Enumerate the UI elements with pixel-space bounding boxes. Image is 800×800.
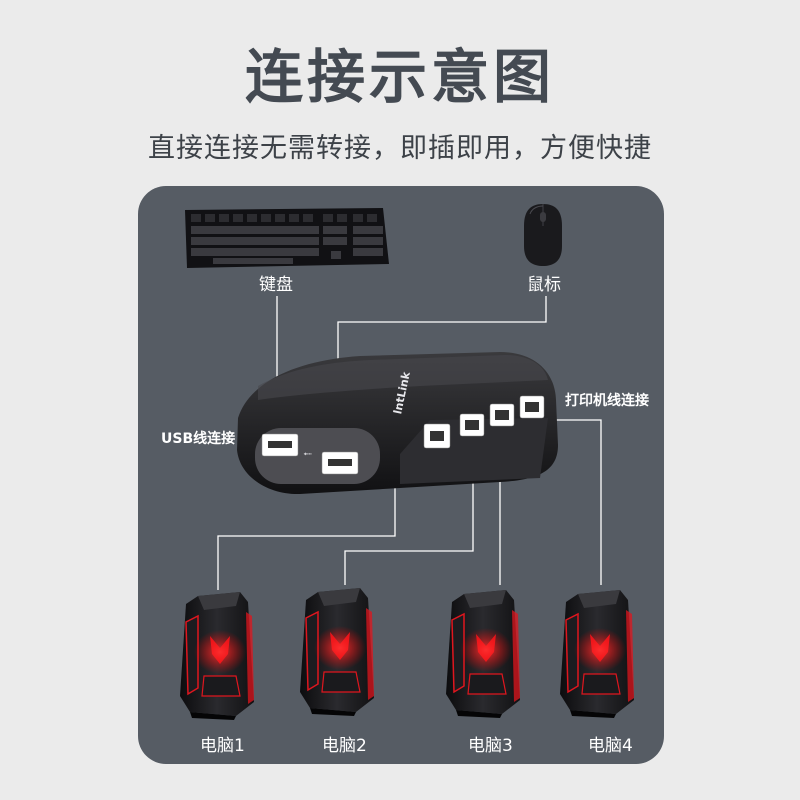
- pc2-line: [344, 448, 474, 585]
- mouse-label: 鼠标: [527, 275, 561, 295]
- computer-4-label: 电脑4: [588, 736, 633, 756]
- computer-1-tower: [179, 591, 255, 721]
- page-subtitle: 直接连接无需转接，即插即用，方便快捷: [148, 133, 652, 164]
- usb-connection-label: USB线连接: [161, 431, 236, 447]
- mouse-image: [524, 204, 562, 266]
- computer-3-tower: [445, 589, 521, 719]
- pc4-line: [535, 419, 602, 585]
- keyboard-image: [185, 208, 389, 268]
- computer-4-tower: [559, 589, 635, 719]
- keyboard-label: 键盘: [259, 275, 293, 295]
- pc1-line: [217, 488, 396, 590]
- computer-1-label: 电脑1: [200, 736, 245, 756]
- computer-3-label: 电脑3: [468, 736, 513, 756]
- svg-text:⭪: ⭪: [303, 447, 312, 461]
- kvm-switch: ⭪ lntLink: [237, 352, 558, 495]
- computer-2-tower: [299, 587, 375, 717]
- page-title: 连接示意图: [244, 43, 555, 111]
- computer-2-label: 电脑2: [322, 736, 367, 756]
- printer-connection-label: 打印机线连接: [565, 393, 649, 409]
